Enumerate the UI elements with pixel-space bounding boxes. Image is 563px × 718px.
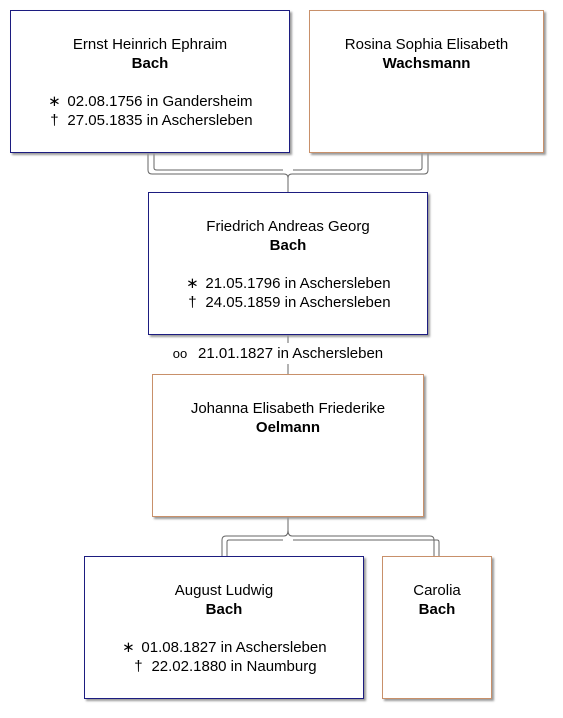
marriage-event: oo 21.01.1827 in Aschersleben [172, 344, 384, 363]
death-event: † 24.05.1859 in Aschersleben [149, 293, 427, 312]
death-icon: † [188, 294, 197, 311]
birth-icon: ∗ [48, 93, 61, 110]
given-name: Johanna Elisabeth Friederike [190, 400, 386, 417]
birth-event: ∗ 02.08.1756 in Gandersheim [11, 92, 289, 111]
death-text: 27.05.1835 in Aschersleben [67, 112, 253, 129]
given-name: Carolia [413, 582, 461, 599]
surname: Bach [131, 55, 169, 72]
person-card-august[interactable]: August Ludwig Bach ∗ 01.08.1827 in Ascher… [84, 556, 364, 699]
person-card-ernst[interactable]: Ernst Heinrich Ephraim Bach ∗ 02.08.1756 … [10, 10, 290, 153]
given-name: Rosina Sophia Elisabeth [344, 36, 509, 53]
person-card-friedrich[interactable]: Friedrich Andreas Georg Bach ∗ 21.05.1796… [148, 192, 428, 335]
given-name: August Ludwig [174, 582, 274, 599]
surname: Bach [418, 601, 456, 618]
birth-text: 21.05.1796 in Aschersleben [205, 275, 391, 292]
person-card-rosina[interactable]: Rosina Sophia Elisabeth Wachsmann [309, 10, 544, 153]
birth-event: ∗ 21.05.1796 in Aschersleben [149, 274, 427, 293]
death-text: 22.02.1880 in Naumburg [151, 658, 317, 675]
death-icon: † [50, 112, 59, 129]
given-name: Ernst Heinrich Ephraim [72, 36, 228, 53]
marriage-text: 21.01.1827 in Aschersleben [198, 345, 384, 362]
surname: Wachsmann [382, 55, 471, 72]
birth-text: 02.08.1756 in Gandersheim [67, 93, 253, 110]
death-event: † 27.05.1835 in Aschersleben [11, 111, 289, 130]
surname: Bach [269, 237, 307, 254]
surname: Bach [205, 601, 243, 618]
surname: Oelmann [255, 419, 321, 436]
birth-text: 01.08.1827 in Aschersleben [141, 639, 327, 656]
birth-event: ∗ 01.08.1827 in Aschersleben [85, 638, 363, 657]
death-icon: † [134, 658, 143, 675]
death-event: † 22.02.1880 in Naumburg [85, 657, 363, 676]
marriage-rings-icon: oo [172, 346, 188, 361]
person-card-johanna[interactable]: Johanna Elisabeth Friederike Oelmann [152, 374, 424, 517]
death-text: 24.05.1859 in Aschersleben [205, 294, 391, 311]
birth-icon: ∗ [186, 275, 199, 292]
birth-icon: ∗ [122, 639, 135, 656]
given-name: Friedrich Andreas Georg [206, 218, 370, 235]
person-card-carolia[interactable]: Carolia Bach [382, 556, 492, 699]
